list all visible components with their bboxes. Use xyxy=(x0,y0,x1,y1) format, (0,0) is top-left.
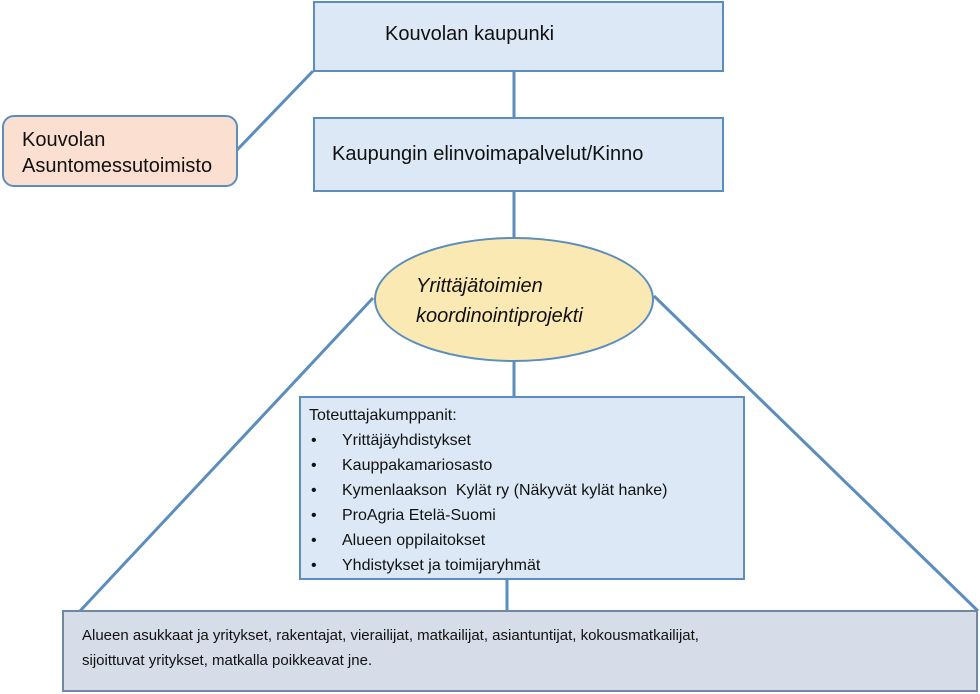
node-housing-fair-office: Kouvolan Asuntomessutoimisto xyxy=(2,115,238,187)
list-item-label: Yrittäjäyhdistykset xyxy=(342,432,471,449)
bullet-icon: • xyxy=(311,507,317,524)
list-item-label: Yhdistykset ja toimijaryhmät xyxy=(342,557,541,574)
node-project: Yrittäjätoimien koordinointiprojekti xyxy=(374,237,654,362)
list-item: • Kymenlaakson Kylät ry (Näkyvät kylät ha… xyxy=(309,478,743,503)
node-housing-fair-label-line1: Kouvolan xyxy=(22,129,106,151)
partners-title: Toteuttajakumppanit: xyxy=(309,407,457,424)
node-project-label-line2: koordinointiprojekti xyxy=(416,305,583,327)
node-audience: Alueen asukkaat ja yritykset, rakentajat… xyxy=(62,610,978,692)
list-item: • Kauppakamariosasto xyxy=(309,453,743,478)
list-item: • Yrittäjäyhdistykset xyxy=(309,428,743,453)
list-item: • Alueen oppilaitokset xyxy=(309,528,743,553)
audience-line1: Alueen asukkaat ja yritykset, rakentajat… xyxy=(82,627,699,644)
node-housing-fair-label-line2: Asuntomessutoimisto xyxy=(22,155,213,177)
node-project-label-line1: Yrittäjätoimien xyxy=(416,275,543,297)
bullet-icon: • xyxy=(311,432,317,449)
list-item: • ProAgria Etelä-Suomi xyxy=(309,503,743,528)
node-services-label: Kaupungin elinvoimapalvelut/Kinno xyxy=(332,143,644,165)
connector-left-diagonal xyxy=(78,296,375,613)
list-item-label: Kauppakamariosasto xyxy=(342,457,493,474)
partners-list: • Yrittäjäyhdistykset • Kauppakamariosasto… xyxy=(309,428,743,578)
node-city-label: Kouvolan kaupunki xyxy=(385,23,555,45)
connector-side-city xyxy=(235,69,315,152)
bullet-icon: • xyxy=(311,482,317,499)
bullet-icon: • xyxy=(311,557,317,574)
audience-line2: sijoittuvat yritykset, matkalla poikkeav… xyxy=(82,652,373,669)
connector-right-diagonal xyxy=(652,294,980,613)
list-item-label: Kymenlaakson Kylät ry (Näkyvät kylät han… xyxy=(342,482,668,499)
list-item: • Yhdistykset ja toimijaryhmät xyxy=(309,553,743,578)
bullet-icon: • xyxy=(311,532,317,549)
list-item-label: ProAgria Etelä-Suomi xyxy=(342,507,496,524)
bullet-icon: • xyxy=(311,457,317,474)
node-partners: Toteuttajakumppanit: • Yrittäjäyhdistykse… xyxy=(299,396,745,580)
node-city: Kouvolan kaupunki xyxy=(313,1,724,72)
node-services: Kaupungin elinvoimapalvelut/Kinno xyxy=(313,117,724,192)
list-item-label: Alueen oppilaitokset xyxy=(342,532,486,549)
